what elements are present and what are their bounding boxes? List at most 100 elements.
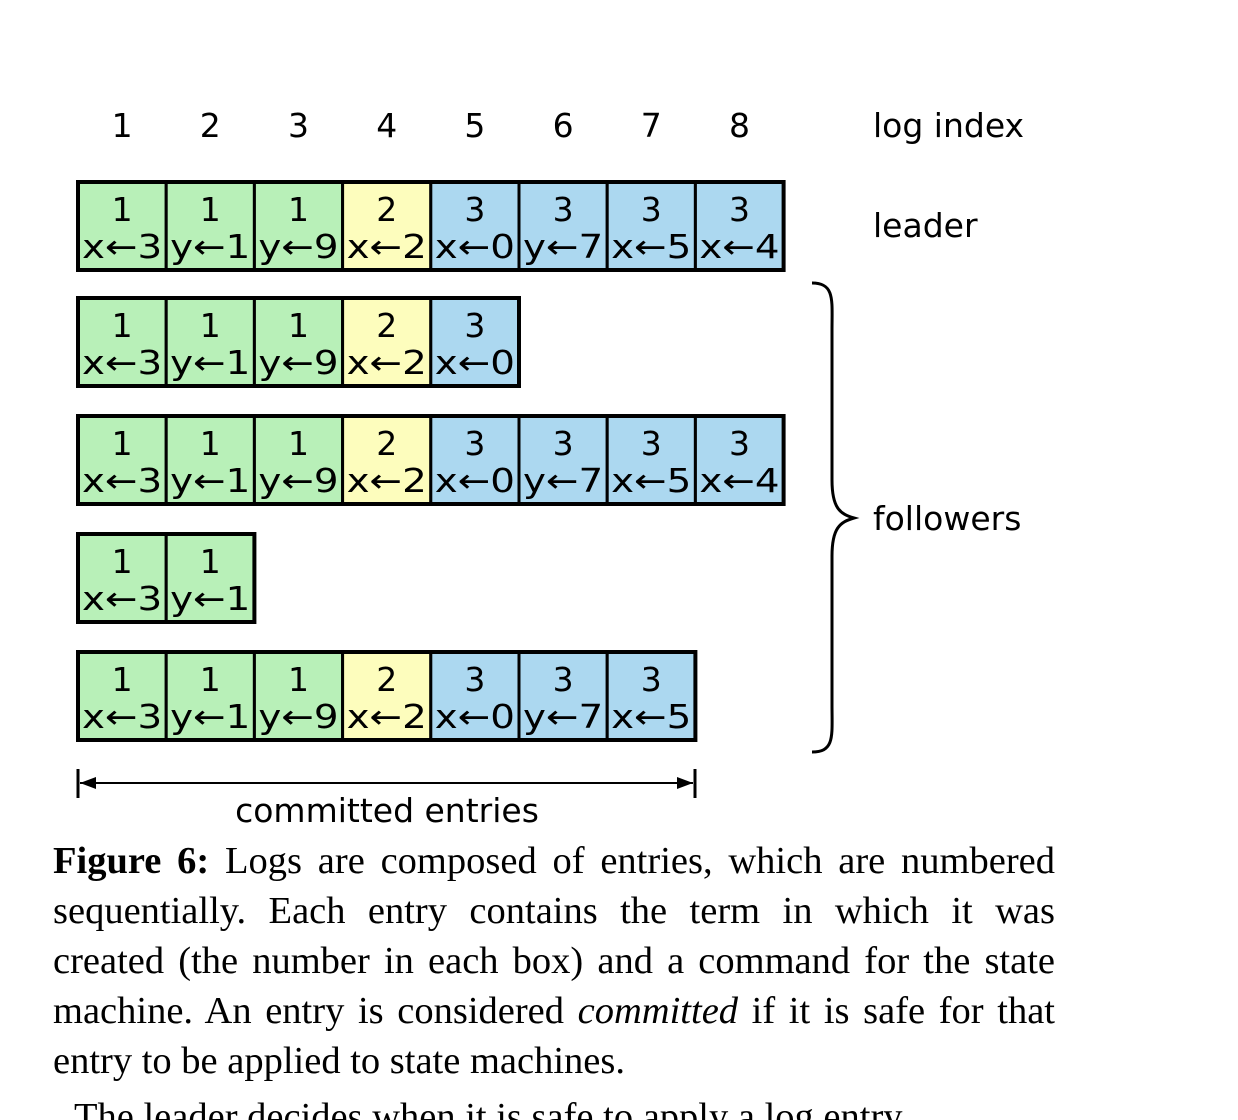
leader-label: leader xyxy=(873,206,978,245)
log-entry: 3x←0 xyxy=(429,414,521,506)
log-entry: 1y←9 xyxy=(252,296,345,388)
entry-command: x←2 xyxy=(347,343,427,382)
log-entry: 1y←9 xyxy=(252,650,345,742)
entry-term: 2 xyxy=(376,306,397,345)
committed-span-arrow xyxy=(76,769,697,798)
follower-log-4: 1x←31y←11y←92x←23x←03y←73x←5 xyxy=(76,650,698,742)
log-index-1: 1 xyxy=(112,106,133,145)
entry-term: 1 xyxy=(112,190,133,229)
entry-command: x←3 xyxy=(82,461,162,500)
log-entry: 2x←2 xyxy=(341,296,433,388)
entry-command: y←9 xyxy=(258,461,338,500)
committed-entries-label: committed entries xyxy=(235,791,539,830)
entry-term: 3 xyxy=(553,424,574,463)
entry-command: y←9 xyxy=(258,697,338,736)
entry-term: 3 xyxy=(641,190,662,229)
follower-log-3: 1x←31y←1 xyxy=(76,532,257,624)
following-text-line: The leader decides when it is safe to ap… xyxy=(74,1092,1174,1120)
log-entry: 1y←9 xyxy=(252,414,345,506)
log-entry-box xyxy=(341,414,433,506)
entry-term: 3 xyxy=(464,306,485,345)
entry-command: x←0 xyxy=(435,697,515,736)
log-entry: 3x←5 xyxy=(605,180,697,272)
entry-command: y←7 xyxy=(523,461,603,500)
entry-command: x←2 xyxy=(347,227,427,266)
log-entry: 1y←1 xyxy=(164,414,256,506)
log-index-2: 2 xyxy=(200,106,221,145)
entry-command: x←3 xyxy=(82,697,162,736)
entry-term: 1 xyxy=(200,306,221,345)
entry-term: 2 xyxy=(376,660,397,699)
log-entry-box xyxy=(429,650,521,742)
entry-term: 1 xyxy=(112,306,133,345)
caption-line-3: created (the number in each box) and a c… xyxy=(53,940,1055,982)
log-entry: 3x←5 xyxy=(605,650,697,742)
log-entry: 2x←2 xyxy=(341,414,433,506)
log-entry-box xyxy=(517,650,609,742)
entry-term: 1 xyxy=(112,542,133,581)
entry-command: x←3 xyxy=(82,343,162,382)
log-entry: 3x←4 xyxy=(693,414,786,506)
entry-command: y←1 xyxy=(170,227,250,266)
entry-term: 3 xyxy=(729,424,750,463)
log-entry: 1x←3 xyxy=(76,532,168,624)
entry-command: x←4 xyxy=(699,461,779,500)
caption-line-4-tail: if it is safe for that xyxy=(738,990,1055,1032)
log-row-border xyxy=(76,180,786,272)
entry-term: 1 xyxy=(200,424,221,463)
log-entry-box xyxy=(164,414,256,506)
follower-log-1: 1x←31y←11y←92x←23x←0 xyxy=(76,296,521,388)
entry-command: y←1 xyxy=(170,697,250,736)
entry-term: 2 xyxy=(376,424,397,463)
log-index-8: 8 xyxy=(729,106,750,145)
entry-term: 3 xyxy=(553,660,574,699)
entry-term: 1 xyxy=(200,190,221,229)
log-entry-box xyxy=(252,650,345,742)
leader-log: 1x←31y←11y←92x←23x←03y←73x←53x←4 xyxy=(76,180,786,272)
log-entry-box xyxy=(252,296,345,388)
log-index-3: 3 xyxy=(288,106,309,145)
caption-line-2: sequentially. Each entry contains the te… xyxy=(53,890,1055,932)
log-row-border xyxy=(76,414,786,506)
log-entry-box xyxy=(76,296,168,388)
log-entry-box xyxy=(693,180,786,272)
entry-term: 3 xyxy=(553,190,574,229)
entry-command: y←9 xyxy=(258,227,338,266)
entry-command: x←0 xyxy=(435,343,515,382)
log-entry: 3y←7 xyxy=(517,180,609,272)
entry-command: x←2 xyxy=(347,461,427,500)
follower-log-2: 1x←31y←11y←92x←23x←03y←73x←53x←4 xyxy=(76,414,786,506)
log-entry: 3x←0 xyxy=(429,650,521,742)
log-entry-box xyxy=(341,650,433,742)
log-entry: 1y←1 xyxy=(164,532,256,624)
log-entry: 3x←5 xyxy=(605,414,697,506)
entry-term: 1 xyxy=(112,424,133,463)
log-entry: 2x←2 xyxy=(341,180,433,272)
entry-command: x←5 xyxy=(611,461,691,500)
log-entry: 1x←3 xyxy=(76,296,168,388)
entry-term: 1 xyxy=(200,660,221,699)
log-entry: 1y←9 xyxy=(252,180,345,272)
caption-emphasis: committed xyxy=(577,990,739,1032)
entry-term: 3 xyxy=(464,660,485,699)
log-entry: 3x←0 xyxy=(429,296,521,388)
caption-label: Figure 6: xyxy=(53,840,210,882)
entry-term: 3 xyxy=(641,660,662,699)
log-entry: 1y←1 xyxy=(164,650,256,742)
entry-term: 3 xyxy=(464,424,485,463)
log-entry: 1x←3 xyxy=(76,180,168,272)
entry-command: y←1 xyxy=(170,343,250,382)
log-row-border xyxy=(76,296,521,388)
caption-line-5: entry to be applied to state machines. xyxy=(53,1040,625,1082)
entry-term: 1 xyxy=(288,660,309,699)
entry-command: x←0 xyxy=(435,227,515,266)
log-entry: 3x←4 xyxy=(693,180,786,272)
entry-command: y←1 xyxy=(170,461,250,500)
log-entry: 3y←7 xyxy=(517,414,609,506)
followers-label: followers xyxy=(873,499,1021,538)
entry-term: 1 xyxy=(288,190,309,229)
entry-command: x←3 xyxy=(82,579,162,618)
entry-command: y←1 xyxy=(170,579,250,618)
